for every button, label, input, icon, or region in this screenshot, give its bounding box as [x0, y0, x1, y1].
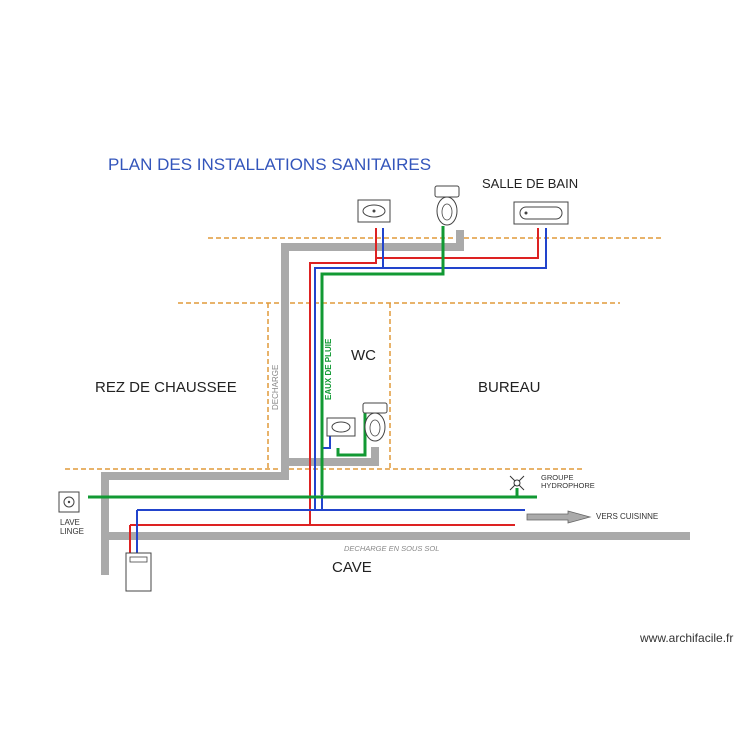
watermark: www.archifacile.fr [640, 631, 734, 645]
label-eaux-de-pluie: EAUX DE PLUIE [324, 338, 333, 400]
room-label-rez-de-chaussee: REZ DE CHAUSSEE [95, 379, 237, 396]
arrow-to-kitchen [526, 510, 592, 524]
room-label-bureau: BUREAU [478, 379, 541, 396]
sink-icon [357, 199, 391, 223]
label-decharge: DECHARGE [271, 364, 280, 410]
drain-pipes [101, 230, 690, 575]
label-groupe-hydrophore: GROUPE HYDROPHORE [541, 473, 595, 490]
toilet-icon [434, 185, 460, 226]
label-decharge-sous-sol: DECHARGE EN SOUS SOL [344, 544, 440, 553]
floor-lines [65, 237, 662, 470]
rain-water-pipes [88, 226, 537, 499]
hot-water-pipes [129, 228, 539, 553]
pump-icon [509, 475, 525, 491]
water-heater-icon [125, 552, 152, 592]
washing-machine-icon [58, 491, 80, 513]
label-vers-cuisinne: VERS CUISINNE [596, 512, 659, 521]
wc-sink-icon [326, 417, 356, 437]
wc-toilet-icon [362, 402, 388, 442]
label-lave-linge: LAVE LINGE [60, 518, 85, 536]
drain-main [101, 230, 464, 575]
bathtub-icon [513, 201, 569, 225]
room-label-wc: WC [351, 347, 376, 364]
room-label-cave: CAVE [332, 559, 372, 576]
room-label-salle-de-bain: SALLE DE BAIN [482, 176, 579, 191]
page-title: PLAN DES INSTALLATIONS SANITAIRES [108, 155, 432, 174]
